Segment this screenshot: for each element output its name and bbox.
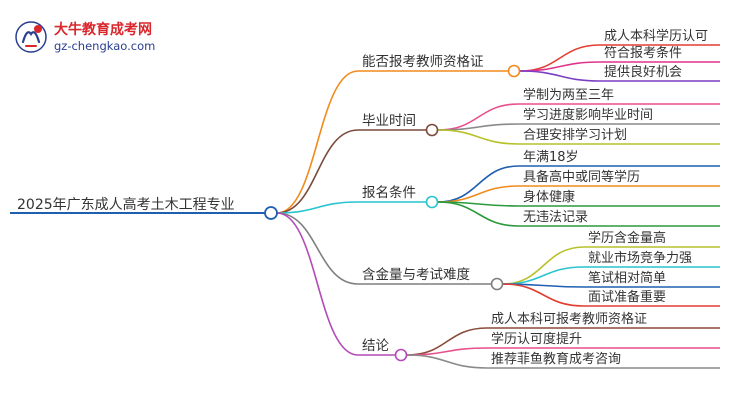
leaf-topic-label: 推荐菲鱼教育成考咨询 — [491, 351, 621, 367]
branch-topic-label: 报名条件 — [362, 184, 416, 201]
brand-name: 大牛教育成考网 — [54, 22, 152, 38]
edge-branch-to-leaf — [502, 283, 585, 307]
leaf-topic-label: 笔试相对简单 — [588, 270, 666, 286]
branch-node-dot[interactable] — [425, 195, 439, 209]
root-topic-label: 2025年广东成人高考土木工程专业 — [17, 196, 235, 213]
edge-branch-to-leaf — [519, 70, 601, 82]
branch-topic-label: 能否报考教师资格证 — [362, 54, 484, 70]
edge-branch-to-leaf — [406, 347, 488, 356]
edge-branch-to-leaf — [437, 129, 520, 145]
edge-branch-to-leaf — [437, 165, 520, 203]
leaf-topic-label: 学制为两至三年 — [523, 87, 614, 103]
leaf-topic-label: 年满18岁 — [523, 150, 579, 165]
edge-root-to-branch — [276, 212, 359, 285]
edge-branch-to-leaf — [437, 185, 520, 203]
leaf-topic-label: 面试准备重要 — [588, 289, 666, 305]
leaf-topic-label: 合理安排学习计划 — [523, 127, 627, 143]
branch-topic-label: 含金量与考试难度 — [362, 267, 470, 283]
edge-root-to-branch — [276, 70, 359, 214]
leaf-topic-label: 成人本科可报考教师资格证 — [491, 311, 647, 327]
branch-node-dot[interactable] — [425, 123, 439, 137]
edge-root-to-branch — [276, 129, 359, 214]
branch-node-dot[interactable] — [507, 64, 521, 78]
leaf-topic-label: 符合报考条件 — [604, 45, 682, 61]
leaf-topic-label: 成人本科学历认可 — [604, 28, 708, 44]
brand-logo: 大牛教育成考网 gz-chengkao.com — [14, 18, 184, 58]
leaf-topic-label: 学习进度影响毕业时间 — [523, 107, 653, 123]
edge-branch-to-leaf — [502, 266, 585, 285]
leaf-topic-label: 身体健康 — [523, 189, 575, 205]
edge-branch-to-leaf — [437, 201, 520, 227]
edge-root-to-branch — [276, 201, 359, 214]
edge-branch-to-leaf — [502, 246, 585, 285]
branch-node-dot[interactable] — [394, 348, 408, 362]
branch-topic-label: 结论 — [362, 338, 389, 354]
edge-root-to-branch — [276, 212, 359, 356]
leaf-topic-label: 提供良好机会 — [604, 64, 682, 80]
edge-branch-to-leaf — [437, 123, 520, 131]
mindmap-nodes: 2025年广东成人高考土木工程专业 能否报考教师资格证 成人本科学历认可符合报考条件… — [17, 28, 708, 367]
leaf-topic-label: 具备高中或同等学历 — [523, 169, 640, 185]
brand-url: gz-chengkao.com — [54, 39, 156, 53]
mindmap-edges — [10, 44, 720, 369]
edge-branch-to-leaf — [437, 103, 520, 131]
root-node-dot[interactable] — [264, 206, 278, 220]
mascot-logo-icon — [15, 21, 47, 53]
leaf-topic-label: 学历含金量高 — [588, 230, 666, 246]
leaf-topic-label: 就业市场竞争力强 — [588, 250, 692, 266]
edge-branch-to-leaf — [406, 354, 488, 369]
branch-node-dot[interactable] — [490, 277, 504, 291]
branch-topic-label: 毕业时间 — [362, 113, 416, 129]
leaf-topic-label: 学历认可度提升 — [491, 331, 582, 347]
leaf-topic-label: 无违法记录 — [523, 210, 588, 225]
